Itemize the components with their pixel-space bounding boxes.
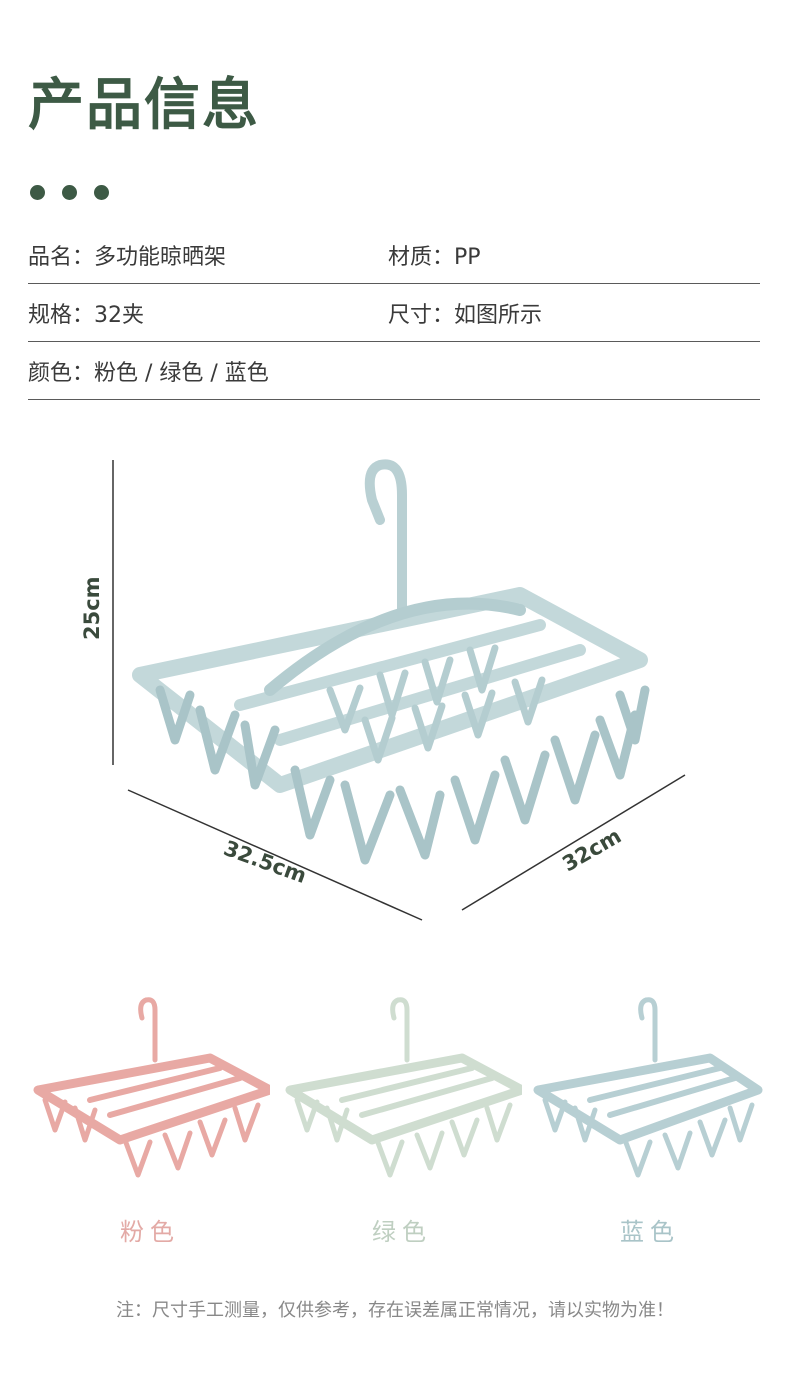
variant-label-green: 绿色 [372,1218,432,1246]
spec-clip-count: 规格：32夹 [28,303,144,328]
variant-label-blue: 蓝色 [620,1218,680,1246]
decorative-dots [30,185,109,200]
spec-row-size: 规格：32夹 尺寸：如图所示 [28,283,760,342]
spec-colors: 颜色：粉色 / 绿色 / 蓝色 [28,361,269,386]
variant-image-pink [33,997,270,1178]
measurement-note: 注：尺寸手工测量，仅供参考，存在误差属正常情况，请以实物为准！ [116,1300,674,1321]
main-product-image [112,459,686,921]
spec-row-color: 颜色：粉色 / 绿色 / 蓝色 [28,341,760,400]
variant-image-blue [533,997,763,1178]
dimension-height: 25cm [80,576,104,640]
spec-product-name: 品名：多功能晾晒架 [28,245,227,270]
variant-image-green [285,997,522,1178]
spec-material: 材质：PP [388,245,481,270]
spec-dimensions: 尺寸：如图所示 [388,303,543,328]
dot-icon [30,185,45,200]
variant-label-pink: 粉色 [120,1218,180,1246]
dot-icon [94,185,109,200]
page-title: 产品信息 [28,73,260,138]
spec-row-name: 品名：多功能晾晒架 材质：PP [28,225,760,284]
dot-icon [62,185,77,200]
